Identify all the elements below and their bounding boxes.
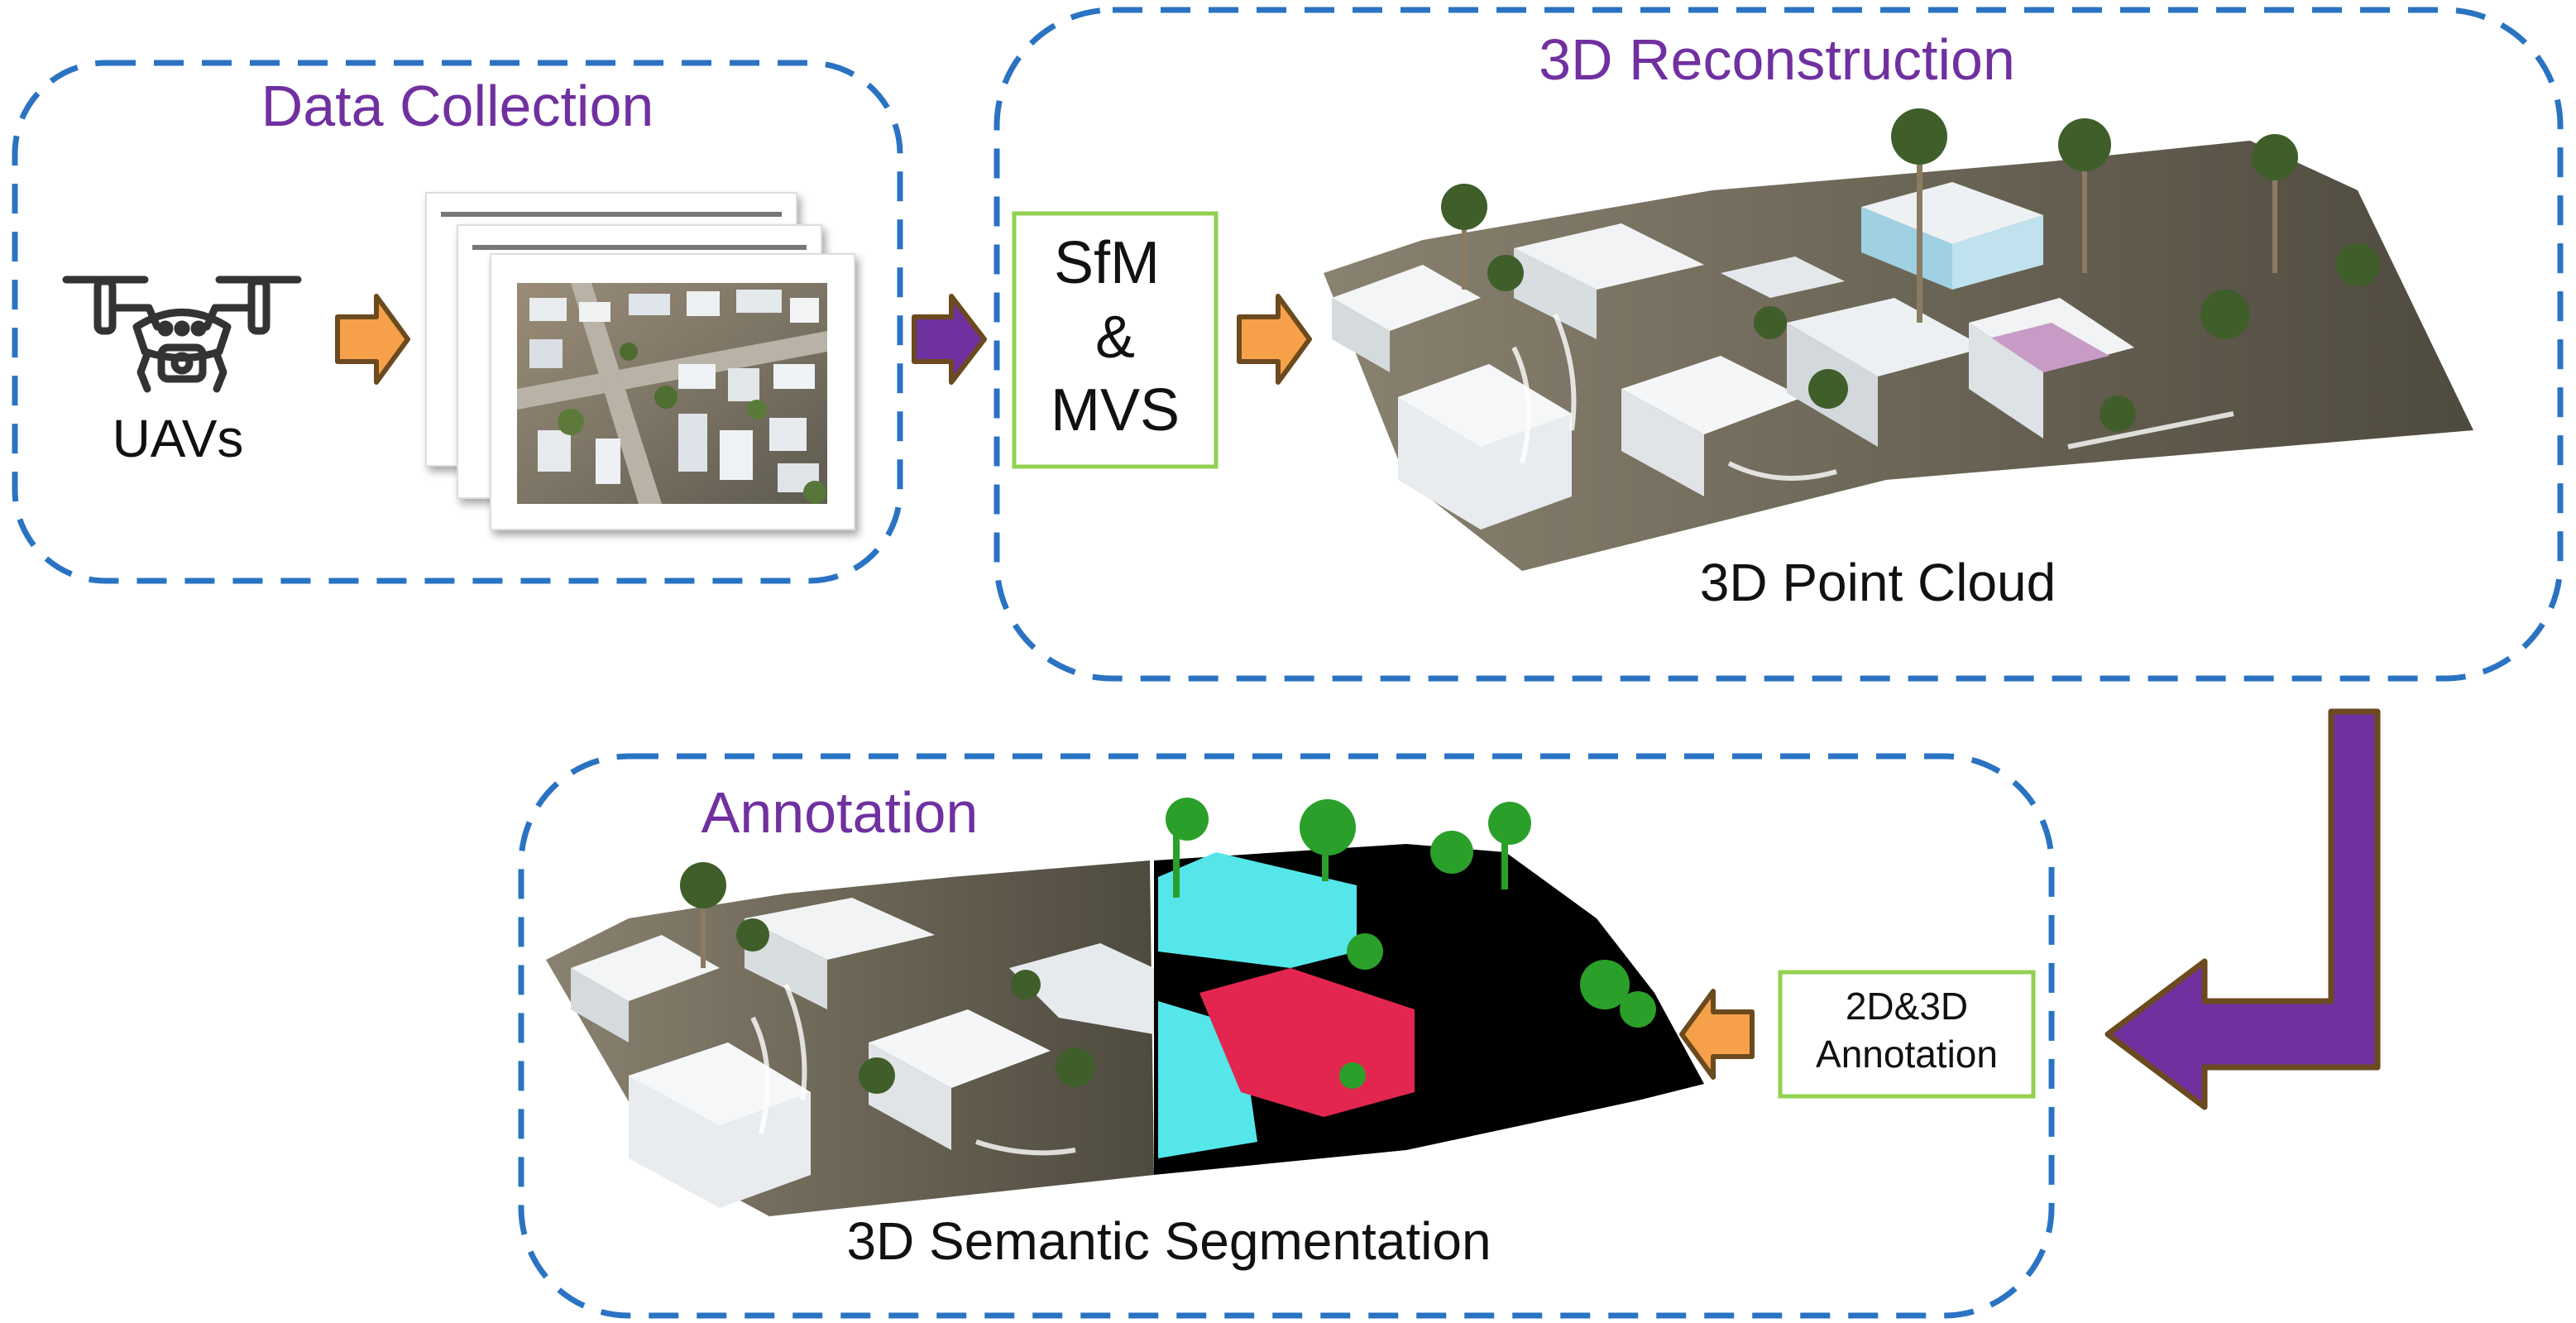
aerial-photo [517,283,827,504]
arrow-uav-to-images [335,294,410,385]
segmentation-image [546,798,1704,1216]
annotation-step-box [1778,970,2036,1099]
annotation-title: Annotation [701,780,979,845]
ampersand-label: & [1095,304,1135,371]
uav-label: UAVs [113,409,244,468]
drone-icon [62,276,302,393]
annotation-step-line2: Annotation [1816,1033,1998,1076]
annotation-step-line1: 2D&3D [1846,985,1968,1028]
data-collection-group [12,60,903,584]
segment-building-cyan [1158,852,1357,968]
reconstruction-title: 3D Reconstruction [1539,27,2015,92]
segment-vegetation [1166,798,1656,1089]
reconstruction-group [994,7,2564,682]
arrow-sfm-to-cloud [1237,294,1312,385]
annotation-group [518,753,2055,1319]
sfm-mvs-box [1012,211,1219,469]
point-cloud-label: 3D Point Cloud [1700,553,2056,612]
point-cloud-image [1324,108,2473,571]
arrow-reconstruction-to-annotation [2104,708,2381,1110]
sfm-label: SfM [1054,230,1160,296]
arrow-annotation-to-segmentation [1679,989,1755,1080]
segmentation-label: 3D Semantic Segmentation [846,1211,1491,1271]
data-collection-title: Data Collection [261,74,654,138]
arrow-collection-to-reconstruction [912,294,987,385]
mvs-label: MVS [1051,377,1180,443]
aerial-image-stack [425,192,855,530]
